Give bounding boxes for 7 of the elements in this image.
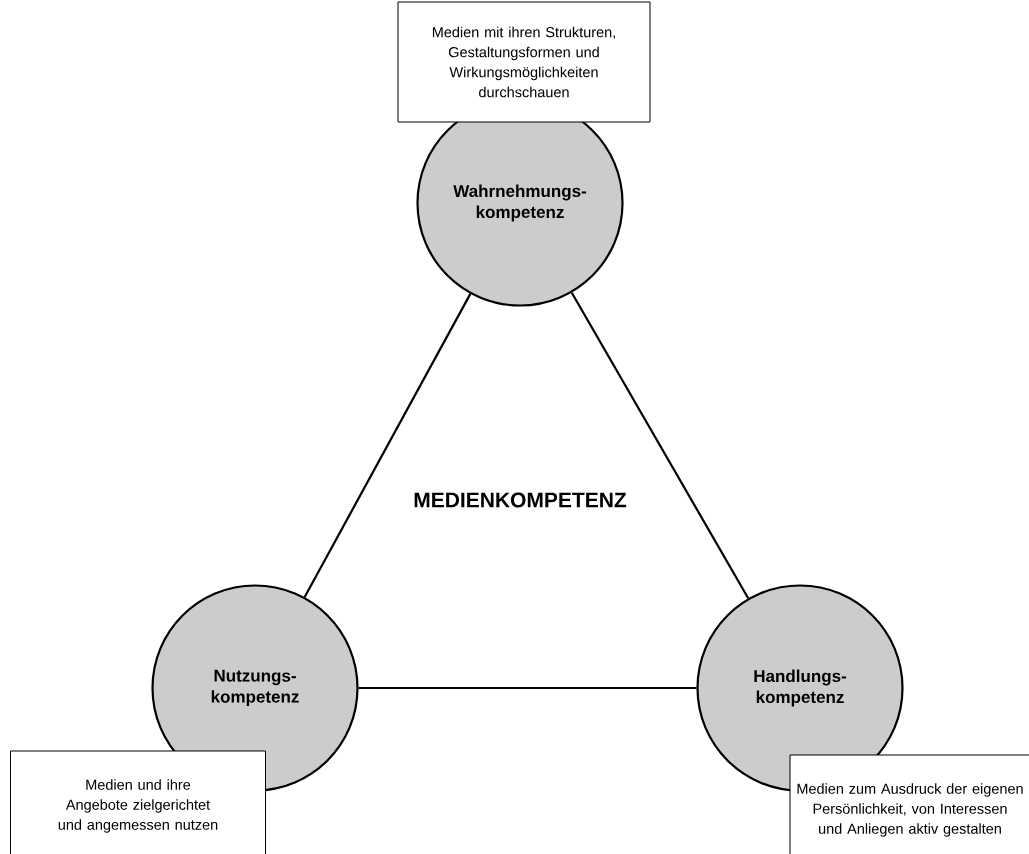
text-box: Medien zum Ausdruck der eigenen Persönlichkeit, von Interessen und Anliegen aktiv gestalten [789,754,1029,854]
connector-line [303,293,472,598]
text-box: Medien und ihre Angebote zielgerichtet und angemessen nutzen [10,750,266,854]
connector-line [570,292,750,599]
text-box: Medien mit ihren Strukturen, Gestaltungsformen und Wirkungsmöglichkeiten durchschauen [397,1,651,123]
connector-line [358,686,697,690]
center-title: MEDIENKOMPETENZ [414,492,627,508]
